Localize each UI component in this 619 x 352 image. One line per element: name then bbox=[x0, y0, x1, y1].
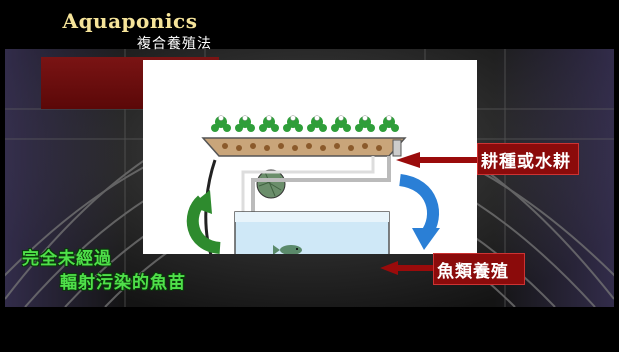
circulation-arrow-green-icon bbox=[186, 190, 221, 254]
diagram-art bbox=[201, 115, 407, 254]
planting-label: 耕種或水耕 bbox=[481, 152, 571, 172]
planting-label-box bbox=[477, 143, 579, 175]
circulation-arrow-blue-icon bbox=[398, 174, 440, 250]
caption-line-1: 完全未經過 bbox=[22, 249, 112, 269]
caption-line-2: 輻射污染的魚苗 bbox=[60, 273, 186, 293]
title-english: Aquaponics bbox=[62, 9, 198, 33]
title-chinese: 複合養殖法 bbox=[137, 36, 212, 52]
fish-label: 魚類養殖 bbox=[437, 262, 509, 282]
fish-label-box bbox=[433, 253, 525, 285]
pointer-arrow-fish-icon bbox=[380, 261, 440, 275]
pointer-arrow-planting-icon bbox=[396, 152, 486, 168]
